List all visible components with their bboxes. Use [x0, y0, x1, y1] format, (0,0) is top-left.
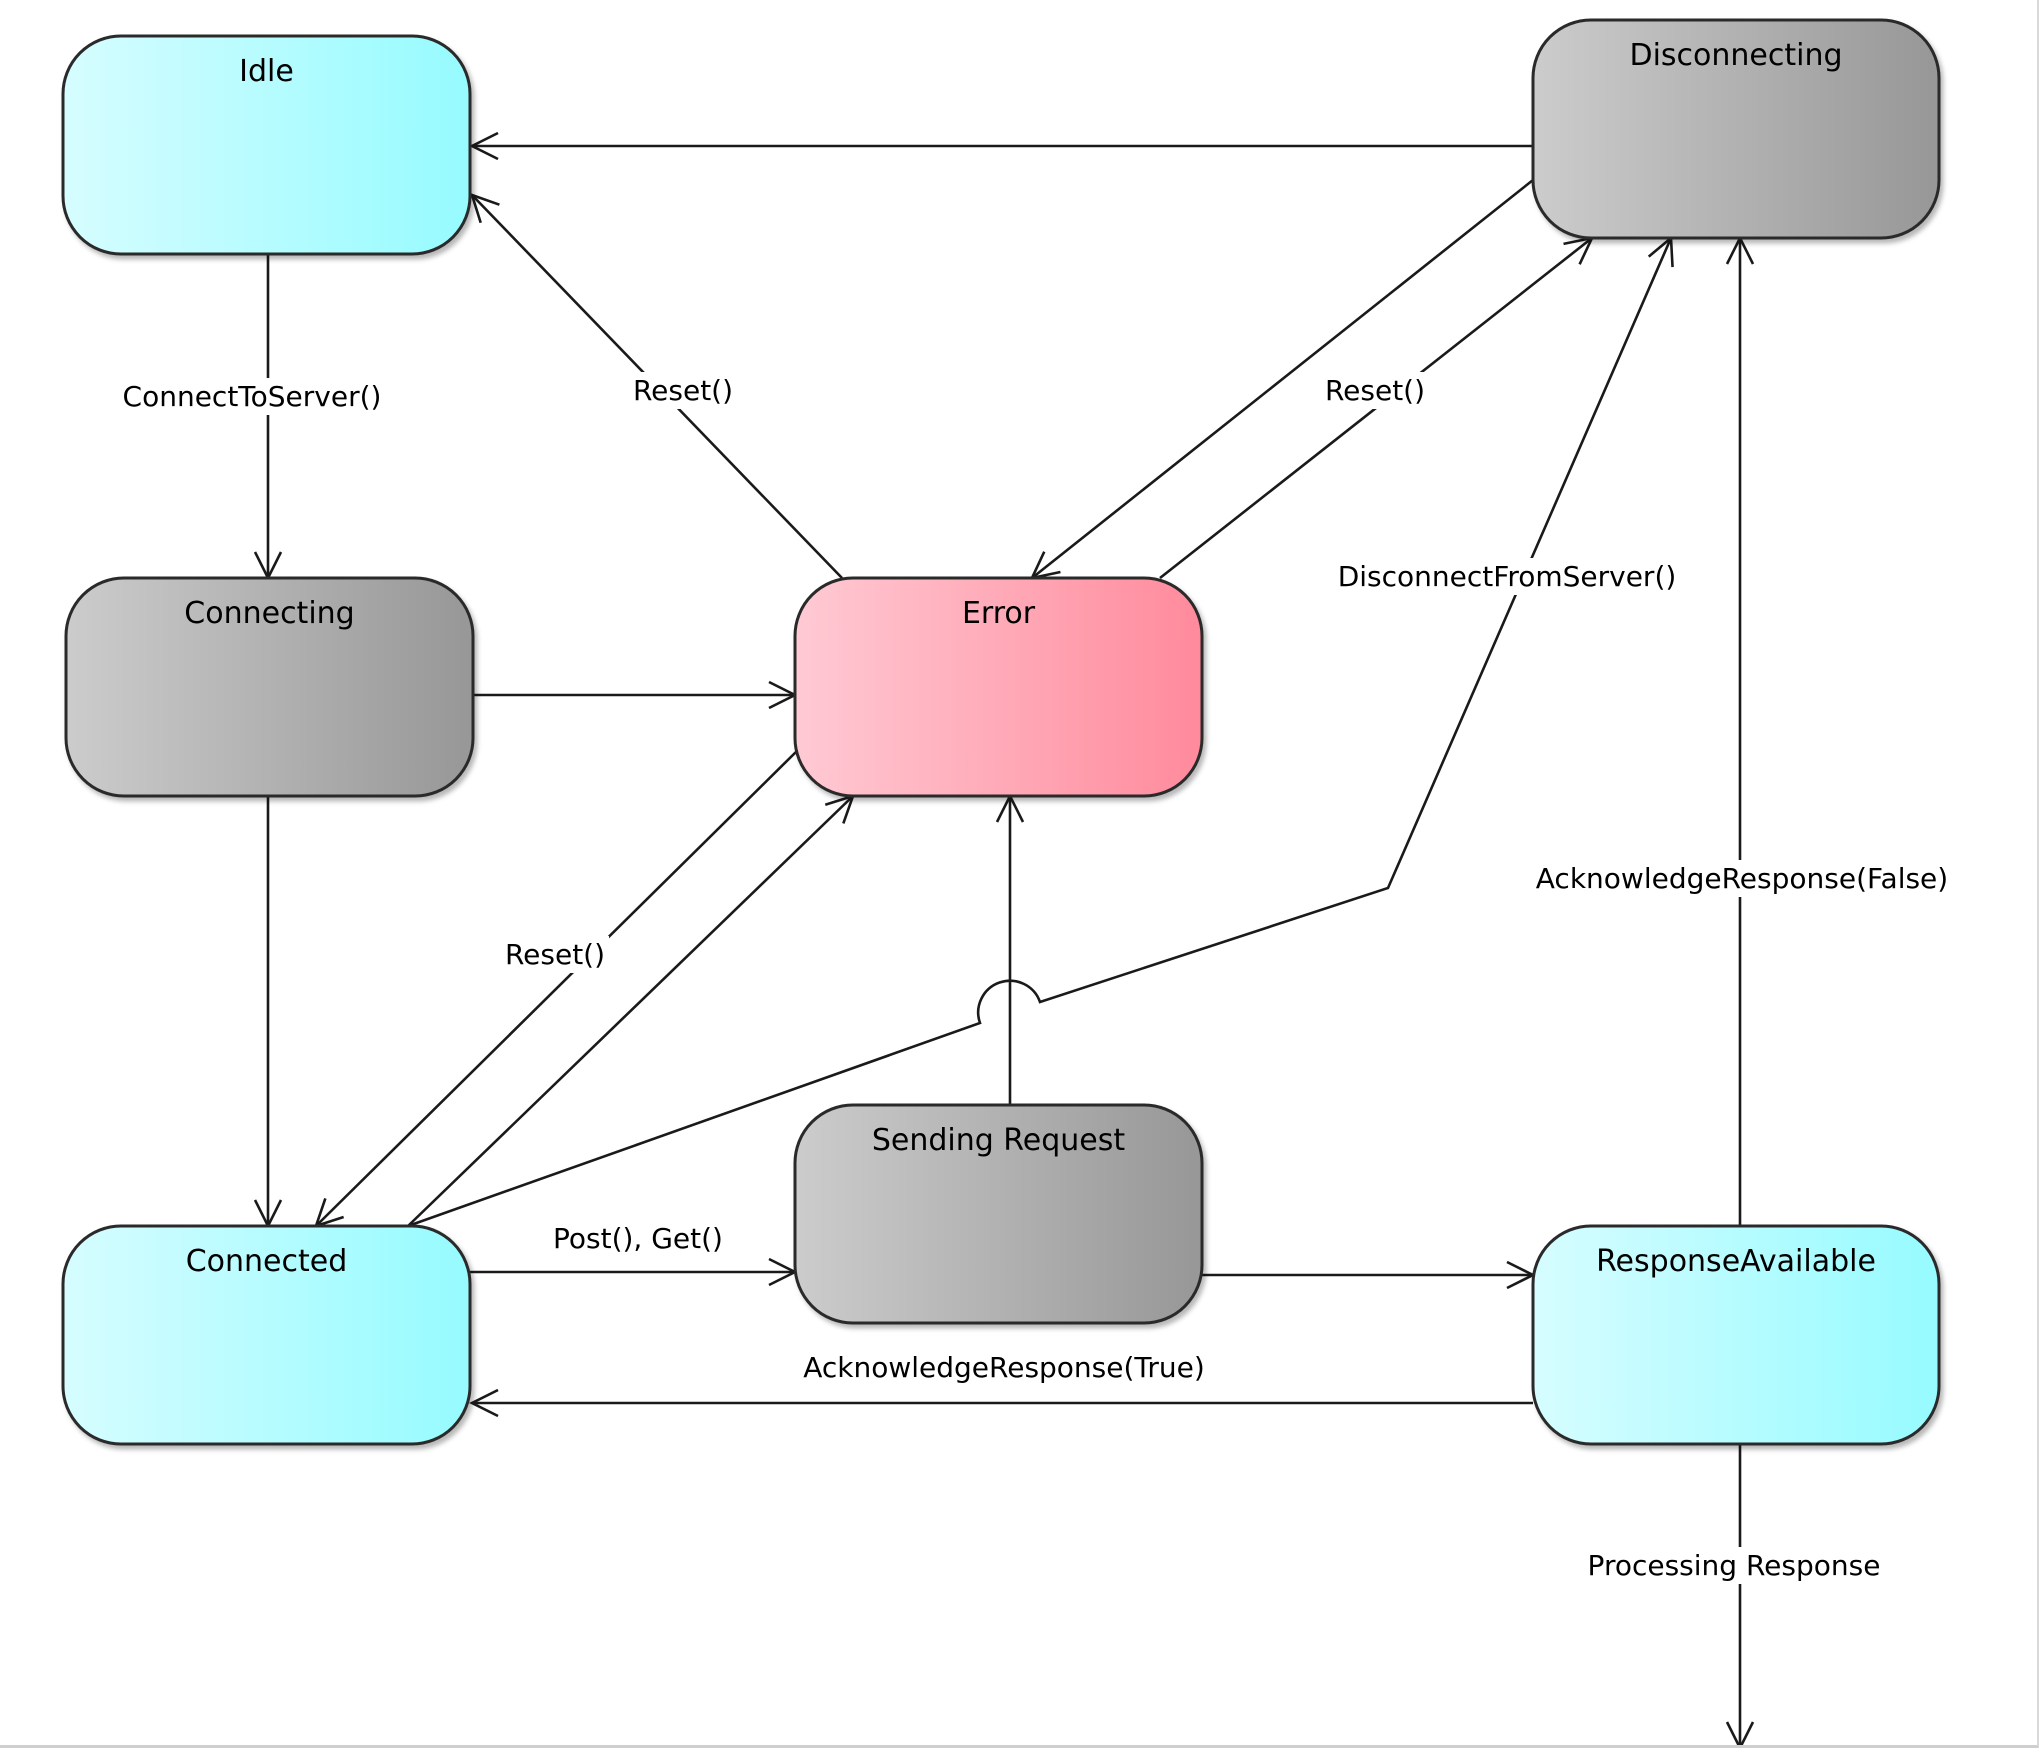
label-error-idle: Reset(): [628, 372, 738, 409]
transition-sending-response[interactable]: [1202, 1260, 1536, 1290]
transition-label: Reset(): [1325, 374, 1425, 407]
state-connected[interactable]: Connected: [61, 1224, 472, 1446]
transition-label: Post(), Get(): [553, 1222, 723, 1255]
label-error-disc: Reset(): [1320, 372, 1430, 409]
label-background: [1531, 860, 1953, 897]
transition-connecting-error[interactable]: [473, 680, 798, 710]
state-name: Connected: [186, 1244, 348, 1279]
state-box: [1531, 1224, 1941, 1446]
label-background: [549, 1220, 727, 1257]
state-name: Disconnecting: [1629, 38, 1842, 73]
state-name: Error: [962, 596, 1036, 631]
transition-sending-error[interactable]: [995, 793, 1025, 1105]
label-connected-disc: DisconnectFromServer(): [1333, 558, 1681, 595]
label-background: [1333, 558, 1681, 595]
label-background: [1583, 1547, 1885, 1584]
state-box: [793, 1103, 1204, 1325]
transition-label: AcknowledgeResponse(False): [1536, 862, 1948, 895]
label-background: [628, 372, 738, 409]
transition-label: ConnectToServer(): [123, 380, 382, 413]
transition-label: Processing Response: [1588, 1549, 1881, 1582]
transition-labels: ConnectToServer() Reset() Reset() Disconnec…: [118, 372, 1953, 1584]
state-response[interactable]: ResponseAvailable: [1531, 1224, 1941, 1446]
state-name: Idle: [239, 54, 294, 89]
transition-line: [315, 747, 801, 1227]
state-sending[interactable]: Sending Request: [793, 1103, 1204, 1325]
state-connecting[interactable]: Connecting: [64, 576, 475, 798]
state-name: Connecting: [184, 596, 354, 631]
label-background: [118, 378, 386, 415]
transition-error-connected[interactable]: [313, 747, 801, 1229]
label-idle-connecting: ConnectToServer(): [118, 378, 386, 415]
transition-line: [407, 237, 1673, 1228]
arrowhead: [469, 1388, 499, 1418]
state-idle[interactable]: Idle: [61, 34, 472, 256]
transition-response-out[interactable]: [1725, 1444, 1755, 1751]
state-box: [793, 576, 1204, 798]
arrowhead: [469, 131, 499, 161]
label-background: [500, 936, 610, 973]
transition-disc-idle[interactable]: [469, 131, 1533, 161]
label-error-connected: Reset(): [500, 936, 610, 973]
arrowhead: [469, 192, 500, 224]
label-response-connected: AcknowledgeResponse(True): [799, 1349, 1209, 1386]
label-response-disc: AcknowledgeResponse(False): [1531, 860, 1953, 897]
transition-idle-connecting[interactable]: [253, 254, 283, 581]
state-name: ResponseAvailable: [1596, 1244, 1876, 1279]
label-connected-sending: Post(), Get(): [549, 1220, 727, 1257]
transition-connecting-connected[interactable]: [253, 796, 283, 1229]
transition-line: [407, 795, 854, 1227]
state-name: Sending Request: [872, 1123, 1126, 1158]
label-response-out: Processing Response: [1583, 1547, 1885, 1584]
state-box: [64, 576, 475, 798]
transition-label: AcknowledgeResponse(True): [803, 1351, 1205, 1384]
transition-connected-sending[interactable]: [470, 1257, 798, 1287]
transition-label: Reset(): [505, 938, 605, 971]
state-box: [61, 1224, 472, 1446]
label-background: [1320, 372, 1430, 409]
transition-label: Reset(): [633, 374, 733, 407]
transition-response-connected[interactable]: [469, 1388, 1533, 1418]
transitions: [253, 131, 1755, 1751]
state-box: [61, 34, 472, 256]
state-box: [1531, 18, 1941, 240]
transition-disc-error[interactable]: [1029, 178, 1534, 580]
transition-label: DisconnectFromServer(): [1338, 560, 1677, 593]
state-error[interactable]: Error: [793, 576, 1204, 798]
transition-connected-error[interactable]: [407, 793, 856, 1227]
transition-line: [1031, 178, 1534, 580]
transition-response-disc[interactable]: [1725, 235, 1755, 1226]
label-background: [799, 1349, 1209, 1386]
state-disconnecting[interactable]: Disconnecting: [1531, 18, 1941, 240]
